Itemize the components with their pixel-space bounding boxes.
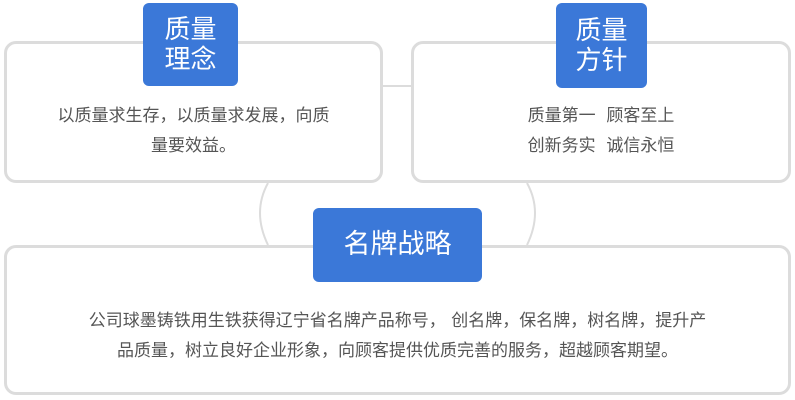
quality-philosophy-text-line: 以质量求生存，以质量求发展，向质 [57,106,330,126]
quality-policy-text: 质量第一 顾客至上 创新务实 诚信永恒 [414,101,788,161]
brand-strategy-title: 名牌战略 [343,229,452,260]
brand-strategy-text: 公司球墨铸铁用生铁获得辽宁省名牌产品称号， 创名牌，保名牌，树名牌，提升产 品质… [7,306,788,366]
quality-philosophy-badge: 质量 理念 [143,3,238,86]
connector-arc-right [526,182,536,246]
connector-arc-left [259,182,269,246]
quality-philosophy-title-line: 质量 [164,14,217,45]
quality-policy-title-line: 质量 [575,15,628,46]
quality-policy-text-line: 创新务实 诚信永恒 [527,136,675,156]
quality-policy-badge: 质量 方针 [556,3,647,88]
brand-strategy-text-line: 品质量，树立良好企业形象，向顾客提供优质完善的服务，超越顾客期望。 [117,341,678,361]
quality-philosophy-title-line: 理念 [164,44,217,75]
quality-policy-text-line: 质量第一 顾客至上 [527,106,675,126]
quality-philosophy-text-line: 量要效益。 [151,136,236,156]
brand-strategy-badge: 名牌战略 [313,208,482,282]
brand-strategy-text-line: 公司球墨铸铁用生铁获得辽宁省名牌产品称号， 创名牌，保名牌，树名牌，提升产 [88,311,707,331]
quality-philosophy-text: 以质量求生存，以质量求发展，向质 量要效益。 [7,101,380,161]
quality-policy-title-line: 方针 [575,45,628,76]
